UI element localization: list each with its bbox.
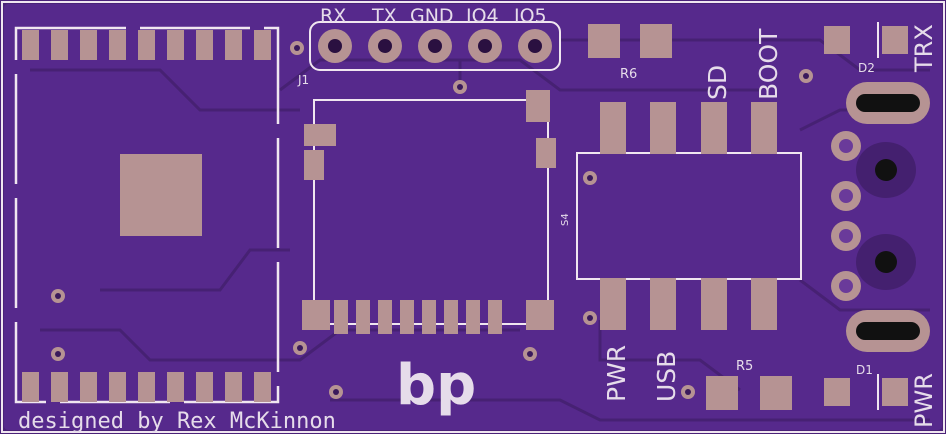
via-group [51, 41, 813, 399]
header-outline [309, 21, 561, 71]
switch-top-pads [600, 102, 777, 154]
resistor-r5: R5 [706, 359, 792, 410]
switch-outline [576, 152, 802, 280]
ref-r6: R6 [620, 67, 637, 82]
esp-thermal-pad [120, 154, 202, 236]
logo-bp: bp [396, 353, 476, 418]
esp-top-pads [22, 30, 271, 60]
label-trx: TRX [910, 24, 938, 73]
switch-s4: S4 SD BOOT PWR USB [560, 28, 802, 402]
resistor-r6: R6 [588, 24, 672, 82]
ref-d2: D2 [858, 61, 875, 75]
pin-label-gnd: GND [410, 5, 454, 27]
label-boot: BOOT [754, 28, 783, 100]
esp-module [14, 26, 280, 404]
label-usb: USB [652, 351, 681, 402]
switch-ref-s4: S4 [560, 213, 571, 226]
switch-bottom-pads [600, 278, 777, 330]
led-d2: D2 TRX [824, 22, 938, 75]
pin-label-rx: RX [320, 5, 346, 27]
pin-label-tx: TX [371, 5, 397, 27]
designer-credit: designed by Rex McKinnon [18, 409, 336, 434]
pin-label-io5: IO5 [514, 5, 547, 27]
usb-connector [831, 82, 930, 352]
label-pwr-switch: PWR [602, 345, 631, 402]
label-sd: SD [703, 65, 732, 100]
sd-contact-pads [334, 300, 502, 334]
led-d1: D1 PWR [824, 363, 938, 428]
header-j1: RX TX GND IO4 IO5 J1 [297, 5, 561, 87]
pin-label-io4: IO4 [466, 5, 499, 27]
ref-d1: D1 [856, 363, 873, 377]
label-pwr-led: PWR [910, 373, 938, 428]
header-pins [318, 29, 552, 63]
ref-r5: R5 [736, 359, 753, 374]
sd-card-socket [302, 90, 556, 334]
esp-bottom-pads [22, 372, 271, 402]
usb-signal-pads [831, 131, 861, 301]
connector-ref-j1: J1 [297, 73, 309, 87]
